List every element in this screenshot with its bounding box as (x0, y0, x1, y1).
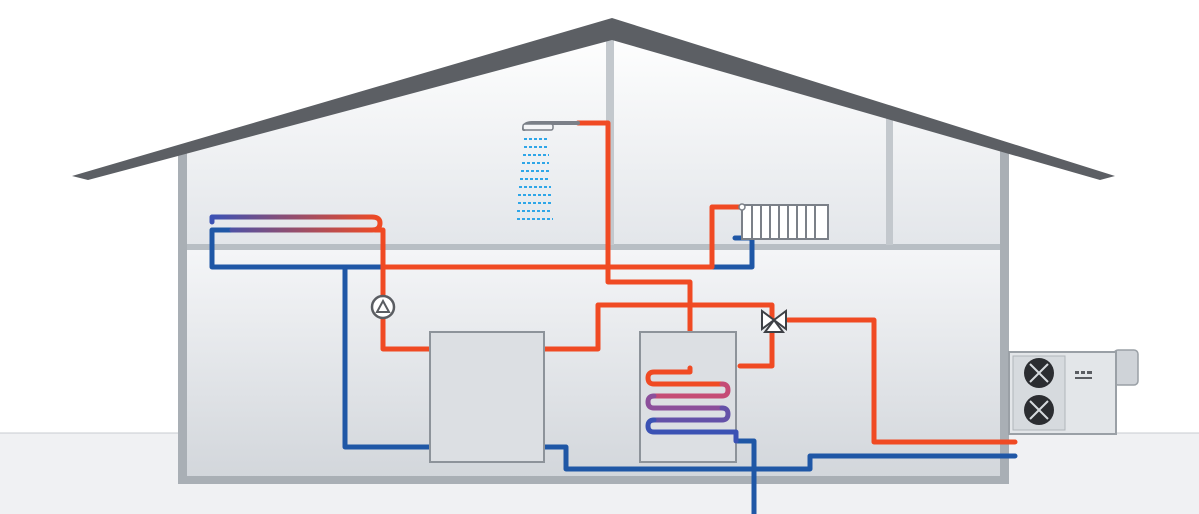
valve-icon (761, 309, 787, 333)
pump-icon (370, 294, 396, 320)
tank-icon (429, 331, 545, 463)
shower-icon (517, 121, 580, 220)
shower-water (517, 138, 553, 220)
floor-slab (178, 476, 1009, 484)
supply-pipes (372, 120, 1018, 445)
attic-partition-right (886, 118, 893, 245)
underfloor-heating-loop (209, 214, 383, 233)
fan-icon (1024, 358, 1054, 388)
living-space (180, 245, 1008, 480)
house-structure (72, 18, 1115, 484)
right-wall (1000, 150, 1009, 482)
attic-space (180, 28, 1008, 245)
twin-fan-unit-icon (1008, 349, 1139, 435)
fan-icon (1024, 395, 1054, 425)
outdoor-unit-side (1113, 349, 1139, 386)
attic-floor (187, 244, 1000, 250)
radiator-icon (738, 203, 829, 240)
control-panel-icon (1075, 371, 1092, 379)
cylinder-with-coil-icon (639, 331, 739, 463)
buffer-tank (429, 331, 545, 463)
left-wall (178, 150, 187, 482)
